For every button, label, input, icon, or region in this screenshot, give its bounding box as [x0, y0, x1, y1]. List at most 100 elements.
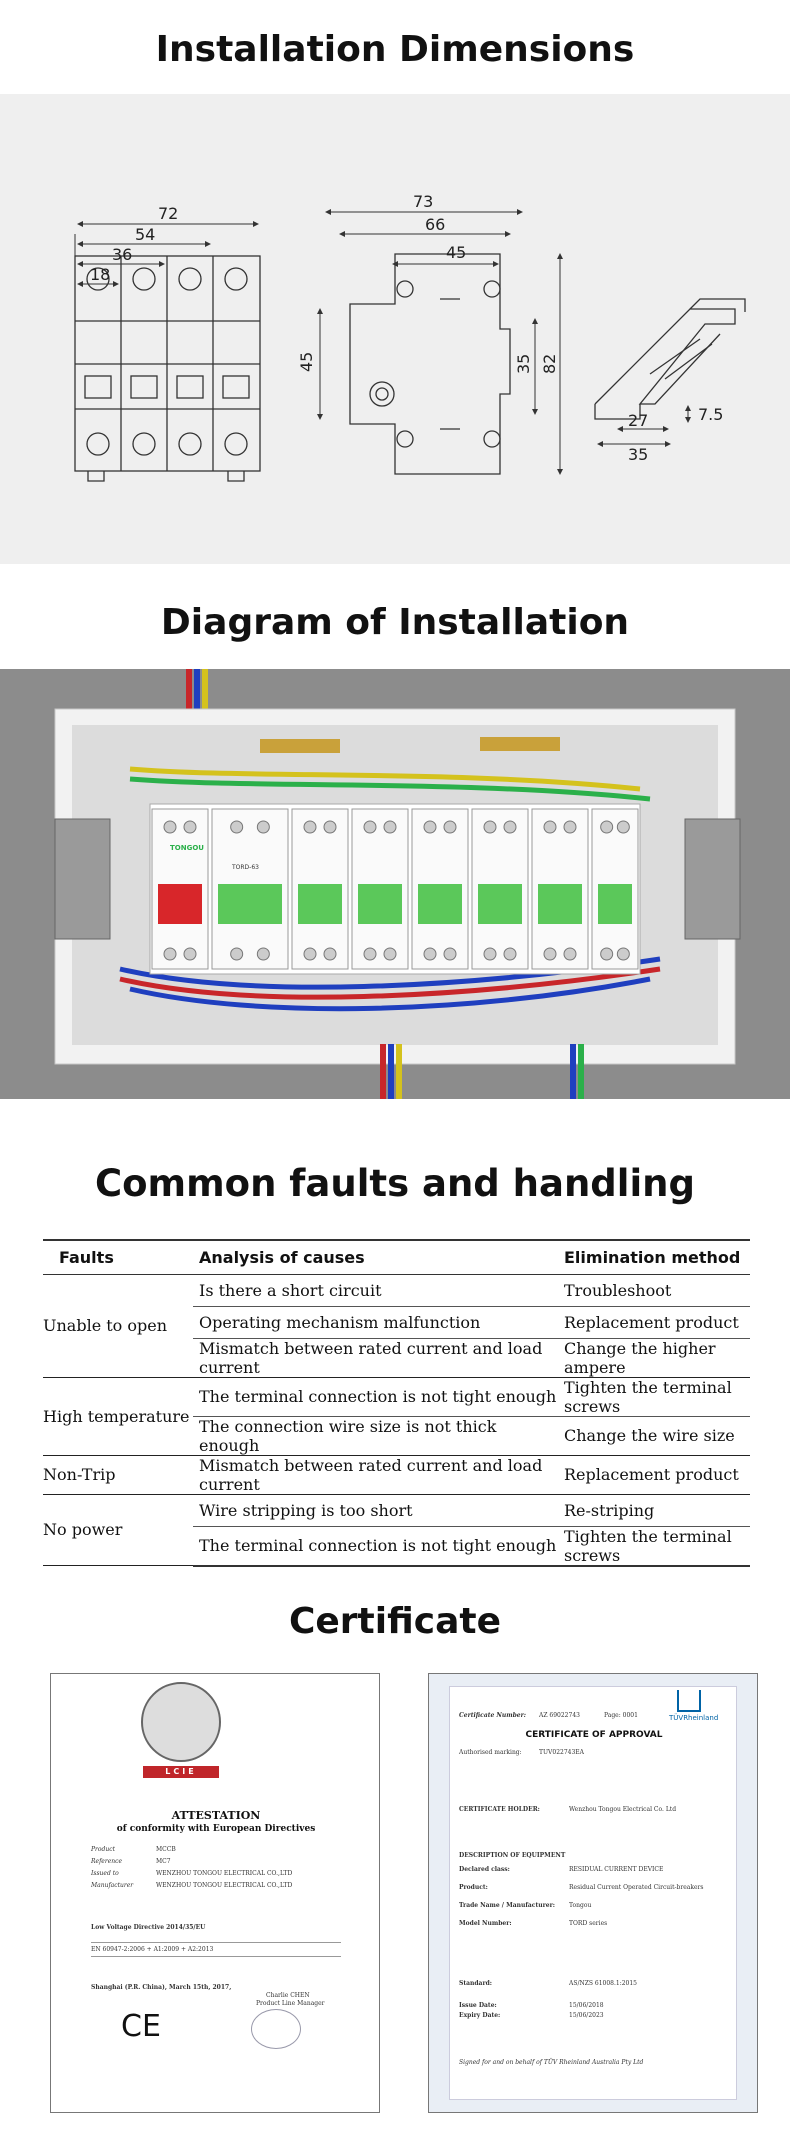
terminal-screw: [230, 947, 244, 961]
table-row: The terminal connection is not tight eno…: [43, 1526, 750, 1567]
cause-cell: Operating mechanism malfunction: [193, 1306, 558, 1339]
terminal-screw: [616, 820, 630, 834]
terminal-screw: [163, 820, 177, 834]
terminal-screw: [600, 947, 614, 961]
dim-label: 35: [514, 354, 533, 374]
cert-page: Page: 0001: [604, 1711, 638, 1719]
signer-name: Charlie CHEN: [266, 1991, 310, 1999]
dim-label: 45: [297, 352, 316, 372]
cause-cell: Mismatch between rated current and load …: [193, 1338, 558, 1378]
breaker-handle: [158, 884, 202, 924]
dim-label: 27: [628, 411, 648, 430]
header-analysis: Analysis of causes: [193, 1239, 558, 1275]
terminal-screw: [256, 820, 270, 834]
lcie-seal-icon: [141, 1681, 221, 1762]
fault-cell: No power: [43, 1494, 193, 1566]
breaker-handle: [418, 884, 462, 924]
breaker-handle: [218, 884, 282, 924]
standard-text: EN 60947-2:2006 + A1:2009 + A2:2013: [91, 1941, 341, 1957]
auth-value: TUV022743EA: [539, 1748, 585, 1756]
method-cell: Re-striping: [558, 1494, 750, 1527]
brand-label: TONGOU: [170, 844, 204, 852]
distribution-box-image: [54, 669, 741, 1099]
method-cell: Troubleshoot: [558, 1274, 750, 1307]
faults-table: Faults Analysis of causes Elimination me…: [43, 1239, 750, 1567]
terminal-screw: [600, 820, 614, 834]
cause-cell: The terminal connection is not tight eno…: [193, 1526, 558, 1567]
table-row: Non-Trip Mismatch between rated current …: [43, 1455, 750, 1495]
dim-label: 36: [112, 245, 132, 264]
terminal-screw: [443, 947, 457, 961]
terminal-screw: [543, 820, 557, 834]
signer-role: Product Line Manager: [256, 1999, 325, 2007]
terminal-screw: [256, 947, 270, 961]
breaker-handle: [598, 884, 632, 924]
fault-cell: Unable to open: [43, 1274, 193, 1378]
table-row: The connection wire size is not thick en…: [43, 1416, 750, 1456]
method-cell: Change the wire size: [558, 1416, 750, 1456]
field-label: Issued to: [91, 1869, 119, 1877]
tuv-logo-icon: [677, 1689, 701, 1712]
field-value: Tongou: [569, 1901, 592, 1909]
stamp-icon: [251, 2008, 301, 2049]
terminal-screw: [303, 947, 317, 961]
method-cell: Replacement product: [558, 1455, 750, 1495]
dim-label: 35: [628, 445, 648, 464]
attestation-subtitle: of conformity with European Directives: [116, 1823, 316, 1834]
auth-label: Authorised marking:: [459, 1748, 522, 1756]
dim-label: 66: [425, 215, 445, 234]
tuv-brand: TÜVRheinland: [669, 1713, 719, 1722]
field-value: WENZHOU TONGOU ELECTRICAL CO.,LTD: [156, 1869, 293, 1877]
breaker-handle: [538, 884, 582, 924]
terminal-screw: [543, 947, 557, 961]
method-cell: Tighten the terminal screws: [558, 1377, 750, 1417]
fault-cell: Non-Trip: [43, 1455, 193, 1495]
dim-label: 73: [413, 192, 433, 211]
terminal-screw: [483, 820, 497, 834]
lcie-attestation: LCIE ATTESTATION of conformity with Euro…: [50, 1672, 380, 2113]
dim-label: 54: [135, 225, 155, 244]
ce-mark-icon: CE: [121, 2008, 161, 2044]
field-value: TORD series: [569, 1919, 608, 1927]
field-label: Declared class:: [459, 1865, 510, 1873]
dim-label: 18: [90, 265, 110, 284]
terminal-screw: [503, 820, 517, 834]
terminal-screw: [423, 820, 437, 834]
cause-cell: Mismatch between rated current and load …: [193, 1455, 558, 1495]
cause-cell: The terminal connection is not tight eno…: [193, 1377, 558, 1417]
terminal-screw: [363, 820, 377, 834]
field-label: Expiry Date:: [459, 2011, 501, 2019]
table-row: Mismatch between rated current and load …: [43, 1338, 750, 1378]
fault-cell: High temperature: [43, 1377, 193, 1456]
field-value: AS/NZS 61008.1:2015: [569, 1979, 638, 1987]
terminal-screw: [323, 820, 337, 834]
terminal-screw: [443, 820, 457, 834]
field-label: Product:: [459, 1883, 488, 1891]
terminal-screw: [616, 947, 630, 961]
field-label: Reference: [91, 1857, 123, 1865]
table-row: High temperature The terminal connection…: [43, 1377, 750, 1456]
field-value: WENZHOU TONGOU ELECTRICAL CO.,LTD: [156, 1881, 293, 1889]
terminal-screw: [183, 947, 197, 961]
dimension-diagram: 72 54 36 18 73 66 45 45 35 82 27 35 7.5: [74, 192, 746, 482]
cert-number-label: Certificate Number:: [459, 1711, 526, 1719]
issue-date: Shanghai (P.R. China), March 15th, 2017,: [91, 1983, 232, 1991]
terminal-screw: [303, 820, 317, 834]
terminal-screw: [563, 820, 577, 834]
terminal-screw: [423, 947, 437, 961]
certificates: LCIE ATTESTATION of conformity with Euro…: [0, 1663, 790, 2143]
dim-label: 7.5: [698, 405, 723, 424]
holder-label: CERTIFICATE HOLDER:: [459, 1805, 540, 1813]
breaker-handle: [298, 884, 342, 924]
cause-cell: Is there a short circuit: [193, 1274, 558, 1307]
terminal-screw: [323, 947, 337, 961]
equipment-label: DESCRIPTION OF EQUIPMENT: [459, 1851, 566, 1859]
field-value: 15/06/2018: [569, 2001, 604, 2009]
terminal-screw: [383, 947, 397, 961]
terminal-screw: [183, 820, 197, 834]
field-label: Model Number:: [459, 1919, 512, 1927]
table-row: Unable to open Is there a short circuit …: [43, 1274, 750, 1378]
dimensions-title: Installation Dimensions: [155, 29, 635, 70]
terminal-screw: [163, 947, 177, 961]
header-faults: Faults: [43, 1239, 193, 1275]
